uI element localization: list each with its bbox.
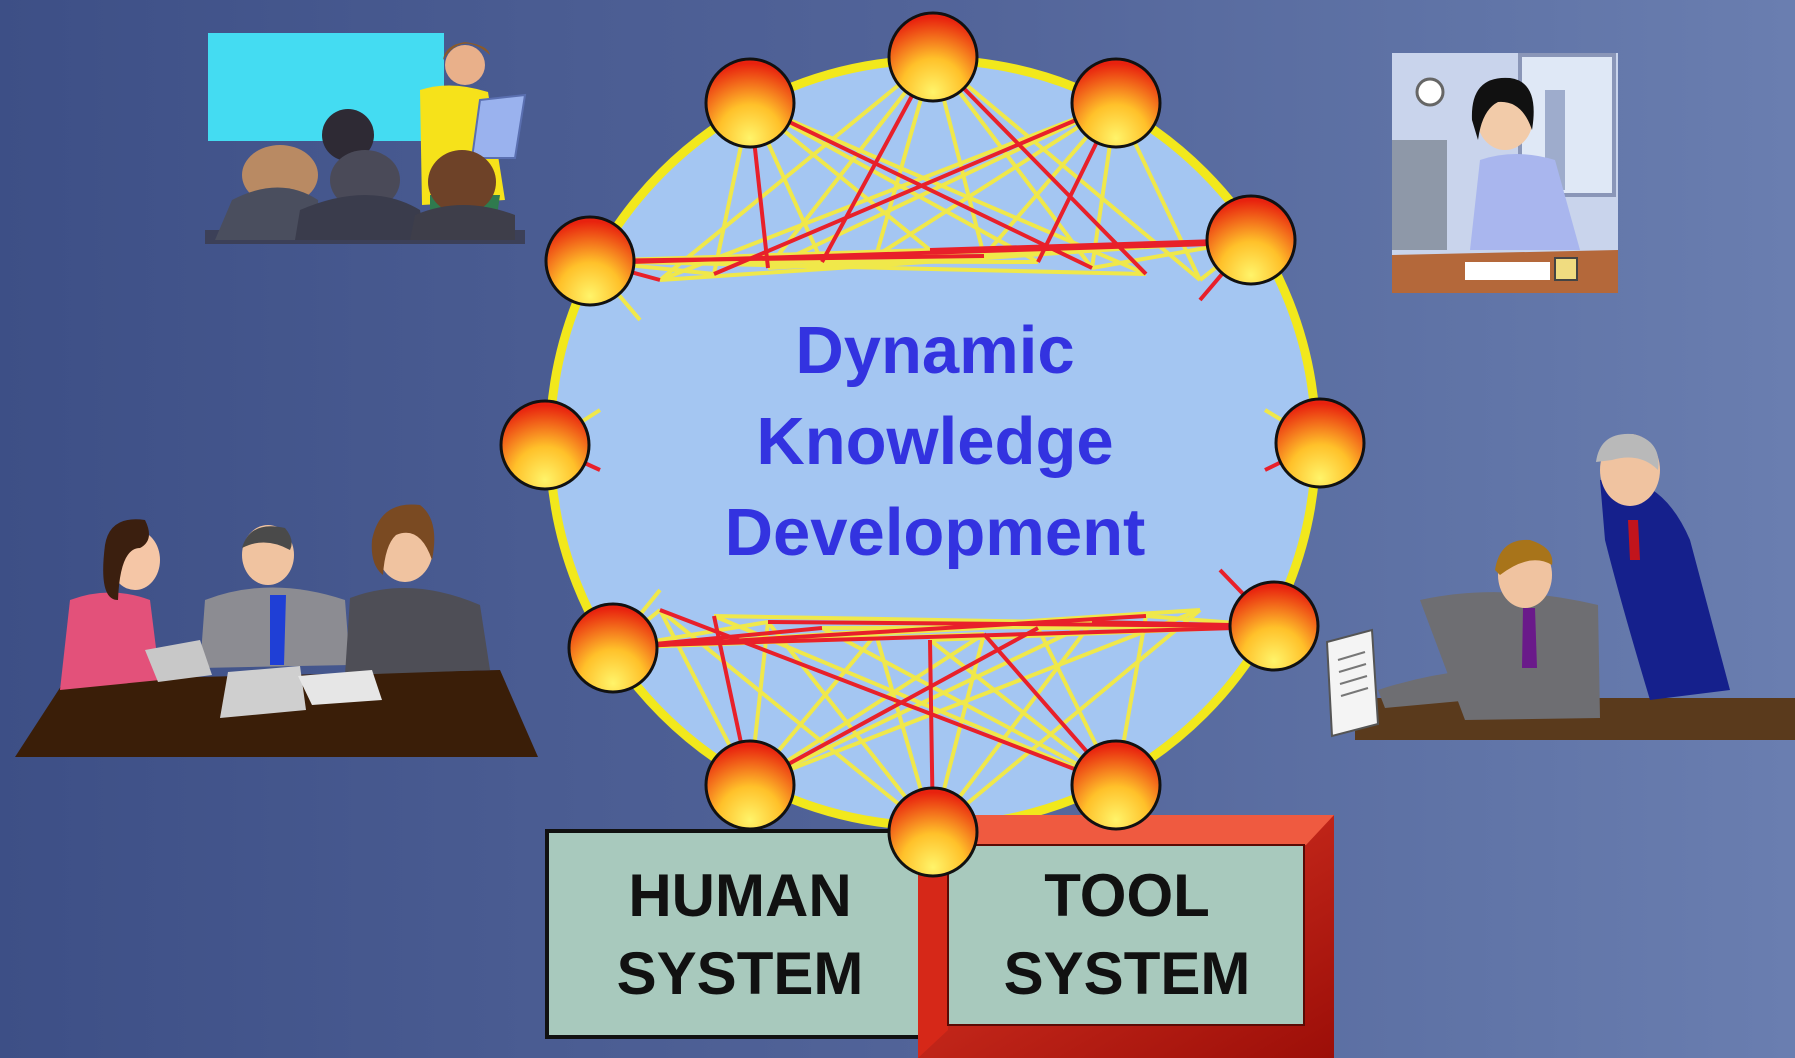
connection-line: [658, 608, 935, 834]
node-group: [499, 11, 1366, 878]
knowledge-node: [1205, 194, 1297, 286]
connection-line: [931, 608, 1202, 834]
knowledge-node: [544, 215, 636, 307]
connection-line: [658, 55, 935, 282]
knowledge-node: [704, 57, 796, 149]
title-line-1: Dynamic: [795, 313, 1075, 388]
connection-line: [749, 626, 1039, 787]
connection-line: [767, 101, 1117, 270]
connection-line: [659, 101, 1117, 282]
knowledge-node: [1228, 580, 1320, 672]
document-review-clipart: [1325, 433, 1795, 740]
human-system-box: [545, 829, 936, 1039]
connection-line: [874, 101, 1118, 258]
connection-line: [929, 238, 1252, 252]
connection-line: [713, 614, 1117, 787]
knowledge-node: [887, 11, 979, 103]
connection-line: [713, 101, 1117, 276]
human-system-label: HUMAN SYSTEM: [548, 857, 932, 1013]
connection-line: [749, 101, 1039, 264]
knowledge-node: [499, 399, 591, 491]
human-system-line-1: HUMAN: [628, 862, 852, 929]
title-line-3: Development: [724, 495, 1146, 570]
tool-system-label: TOOL SYSTEM: [953, 857, 1301, 1013]
human-system-line-2: SYSTEM: [616, 940, 864, 1007]
connection-line: [931, 55, 1148, 276]
connection-line: [749, 608, 1201, 787]
connection-line: [629, 242, 1211, 264]
knowledge-node: [1070, 57, 1162, 149]
connection-line: [654, 626, 1236, 647]
knowledge-node: [1070, 739, 1162, 831]
connection-line: [659, 608, 1117, 787]
presentation-meeting-clipart: [205, 33, 527, 244]
connection-line: [748, 632, 986, 787]
diagram-title: Dynamic Knowledge Development: [680, 305, 1190, 578]
office-worker-at-computer-clipart: [1392, 53, 1618, 293]
knowledge-node: [1274, 397, 1366, 489]
knowledge-node: [704, 739, 796, 831]
knowledge-node: [567, 602, 659, 694]
tool-system-line-2: SYSTEM: [1003, 940, 1251, 1007]
title-line-2: Knowledge: [756, 404, 1114, 479]
knowledge-node: [887, 786, 979, 878]
tool-system-line-1: TOOL: [1044, 862, 1210, 929]
connection-line: [821, 626, 1117, 787]
tool-system-box: [918, 815, 1334, 1058]
business-meeting-table-clipart: [15, 504, 538, 757]
